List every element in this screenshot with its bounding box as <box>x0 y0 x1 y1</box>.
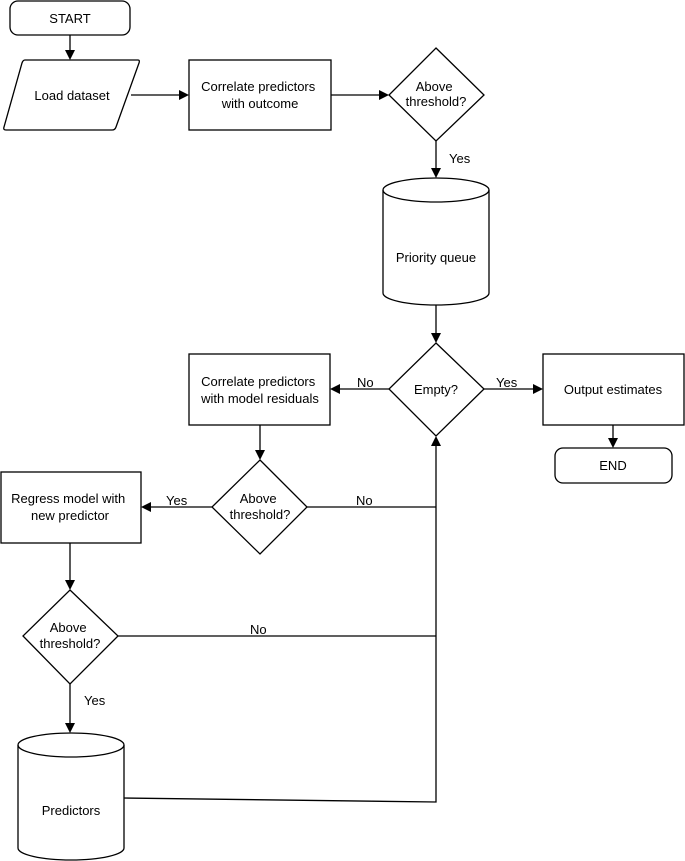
empty-node: Empty? <box>388 342 485 437</box>
arrowhead <box>431 168 441 178</box>
threshold1-line2: threshold? <box>406 94 467 109</box>
correlate-outcome-line2: with outcome <box>221 96 299 111</box>
above-threshold-3-node: Above threshold? <box>22 589 119 685</box>
empty-label: Empty? <box>414 382 458 397</box>
priority-queue-label: Priority queue <box>396 250 476 265</box>
start-node: START <box>9 0 131 36</box>
correlate-residuals-line2: with model residuals <box>200 391 319 406</box>
edge-labels: Yes No Yes Yes No No Yes <box>84 151 518 708</box>
arrowhead <box>65 580 75 590</box>
regress-model-line2: new predictor <box>31 508 110 523</box>
start-label: START <box>49 11 90 26</box>
correlate-residuals-line1: Correlate predictors <box>201 374 316 389</box>
arrowhead <box>65 723 75 733</box>
arrowhead <box>65 50 75 60</box>
edge-predictors-to-empty <box>122 444 437 803</box>
threshold2-line2: threshold? <box>230 507 291 522</box>
arrowhead <box>431 436 441 446</box>
correlate-outcome-line1: Correlate predictors <box>201 79 316 94</box>
arrowhead <box>379 90 389 100</box>
label-threshold2-no: No <box>356 493 373 508</box>
output-estimates-label: Output estimates <box>564 382 663 397</box>
threshold1-line1: Above <box>416 79 453 94</box>
svg-text:Correlate predictors wit: Correlate predictors with model residual… <box>200 374 319 406</box>
end-label: END <box>599 458 626 473</box>
regress-model-line1: Regress model with <box>11 491 125 506</box>
arrowhead <box>179 90 189 100</box>
predictors-label: Predictors <box>42 803 101 818</box>
arrowhead <box>431 333 441 343</box>
above-threshold-1-node: Above threshold? <box>388 47 485 142</box>
threshold3-line1: Above <box>50 620 87 635</box>
label-empty-no: No <box>357 375 374 390</box>
predictors-node: Predictors <box>17 732 125 861</box>
regress-model-node: Regress model with new predictor <box>0 471 142 544</box>
threshold2-line1: Above <box>240 491 277 506</box>
label-threshold1-yes: Yes <box>449 151 471 166</box>
svg-text:Regress model with new p: Regress model with new predictor <box>11 491 129 523</box>
arrowhead <box>255 450 265 460</box>
label-threshold3-no: No <box>250 622 267 637</box>
arrowhead <box>141 502 151 512</box>
correlate-residuals-node: Correlate predictors with model residual… <box>188 353 331 426</box>
label-threshold2-yes: Yes <box>166 493 188 508</box>
edges <box>65 35 618 803</box>
threshold3-line2: threshold? <box>40 636 101 651</box>
priority-queue-node: Priority queue <box>382 177 490 306</box>
label-empty-yes: Yes <box>496 375 518 390</box>
svg-text:Above threshold?: Above threshold? <box>230 491 291 522</box>
load-dataset-label: Load dataset <box>34 88 110 103</box>
correlate-outcome-node: Correlate predictors with outcome <box>188 59 332 131</box>
above-threshold-2-node: Above threshold? <box>211 459 308 555</box>
output-estimates-node: Output estimates <box>542 353 685 426</box>
svg-text:Correlate predictors wit: Correlate predictors with outcome <box>201 79 319 111</box>
svg-text:Above threshold?: Above threshold? <box>40 620 101 651</box>
svg-text:Above threshold?: Above threshold? <box>406 79 467 109</box>
load-dataset-node: Load dataset <box>3 59 140 131</box>
arrowhead <box>608 438 618 448</box>
end-node: END <box>554 447 673 484</box>
arrowhead <box>533 384 543 394</box>
arrowhead <box>330 384 340 394</box>
label-threshold3-yes: Yes <box>84 693 106 708</box>
